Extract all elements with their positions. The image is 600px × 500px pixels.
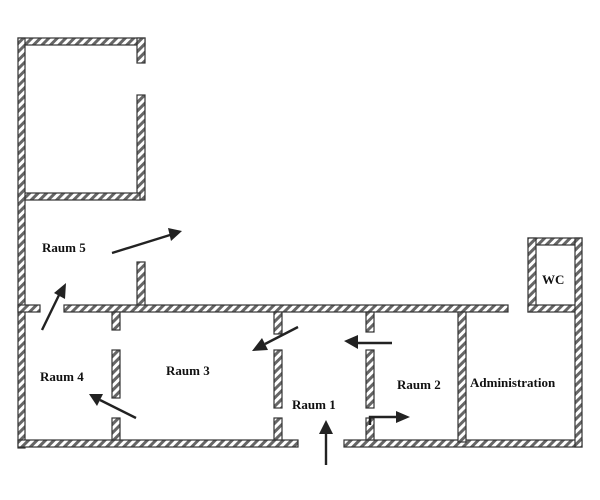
wall [136,261,146,308]
wall [111,349,121,399]
flow-arrows [40,228,410,465]
wall [17,304,41,313]
wall [17,439,299,448]
room-label-raum1: Raum 1 [292,397,336,412]
wall [574,237,583,448]
wall [63,304,509,313]
wall [273,417,283,441]
wall [111,417,121,441]
arrow-to-raum2 [368,411,410,425]
room-label-raum3: Raum 3 [166,363,210,378]
room-label-administration: Administration [470,375,556,390]
wall [527,237,537,313]
wall [365,311,375,333]
room-label-wc: WC [542,272,564,287]
room-label-raum2: Raum 2 [397,377,441,392]
wall [17,37,146,46]
arrow-entrance [319,420,333,465]
wall [17,192,141,201]
wall [273,349,283,409]
arrow-to-raum5 [40,283,66,331]
arrow-to-raum4 [89,394,137,420]
wall [365,349,375,409]
room-label-raum4: Raum 4 [40,369,84,384]
wall [136,94,146,201]
wall [527,304,583,313]
walls [17,37,583,449]
room-label-raum5: Raum 5 [42,240,86,255]
wall [273,311,283,335]
room-labels: Raum 5 Raum 4 Raum 3 Raum 1 Raum 2 Admin… [40,240,564,412]
wall [136,37,146,64]
wall [17,37,26,449]
arrow-from-raum2 [344,335,392,349]
arrow-exit [111,228,182,255]
arrow-to-raum3 [252,325,299,351]
wall [111,311,121,331]
wall [457,311,467,443]
